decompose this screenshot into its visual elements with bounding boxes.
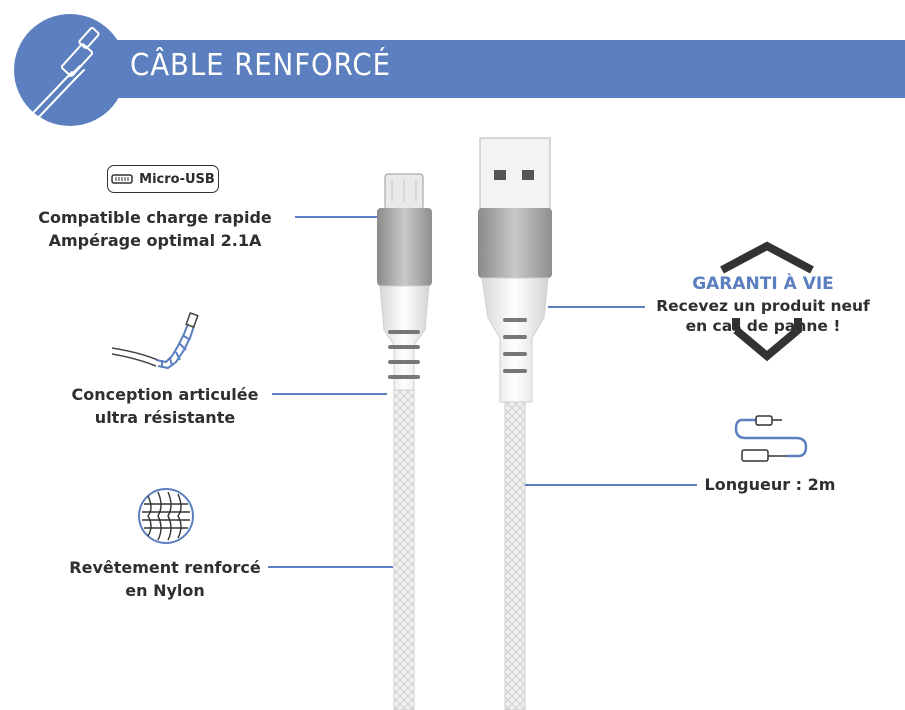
length-label: Longueur : 2m — [704, 475, 836, 494]
coiled-cable-icon — [734, 415, 808, 462]
micro-usb-label: Micro-USB — [139, 171, 215, 187]
fast-charge-text: Compatible charge rapide Ampérage optima… — [30, 206, 280, 252]
nylon-pointer — [268, 566, 393, 568]
cable-icon — [31, 27, 100, 119]
micro-usb-icon — [111, 174, 133, 184]
warranty-text: Recevez un produit neuf en cas de panne … — [645, 296, 881, 336]
length-pointer — [525, 484, 697, 486]
nylon-line2: en Nylon — [125, 581, 205, 600]
fast-charge-pointer — [295, 216, 377, 218]
articulated-pointer — [272, 393, 387, 395]
bent-cable-icon — [111, 312, 199, 370]
articulated-line2: ultra résistante — [94, 408, 236, 427]
usb-a-cable — [478, 137, 552, 710]
fast-charge-line1: Compatible charge rapide — [38, 208, 272, 227]
warranty-title: GARANTI À VIE — [692, 274, 834, 294]
shield-icon — [720, 241, 814, 362]
mesh-icon — [138, 488, 194, 544]
page-title: CÂBLE RENFORCÉ — [130, 48, 391, 83]
articulated-text: Conception articulée ultra résistante — [55, 383, 275, 429]
micro-usb-badge: Micro-USB — [107, 165, 219, 193]
micro-usb-cable — [377, 173, 432, 710]
articulated-line1: Conception articulée — [71, 385, 259, 404]
header-badge — [14, 14, 126, 126]
header-banner: CÂBLE RENFORCÉ — [60, 40, 905, 98]
warranty-line1: Recevez un produit neuf — [656, 297, 870, 315]
nylon-text: Revêtement renforcé en Nylon — [55, 556, 275, 602]
warranty-line2: en cas de panne ! — [685, 317, 841, 335]
nylon-line1: Revêtement renforcé — [69, 558, 261, 577]
fast-charge-line2: Ampérage optimal 2.1A — [48, 231, 262, 250]
warranty-pointer — [548, 306, 645, 308]
